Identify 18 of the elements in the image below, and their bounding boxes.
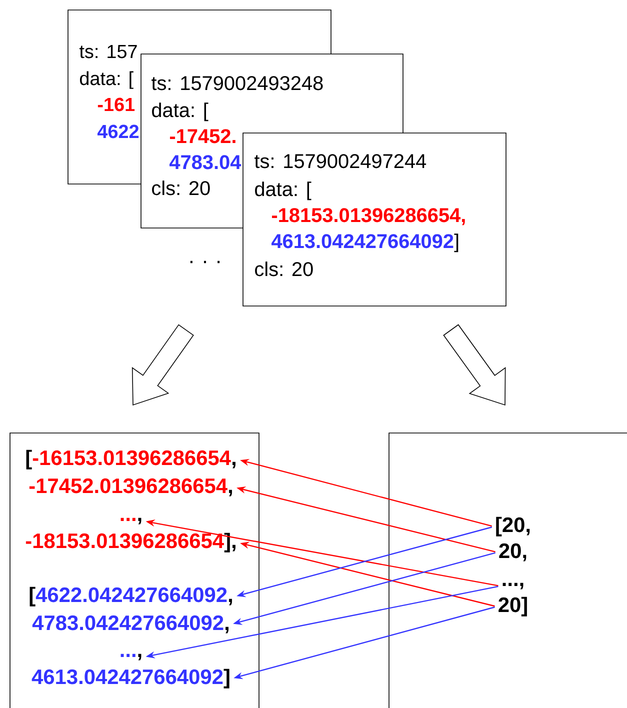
text-line: ...,: [120, 518, 142, 524]
text-line: [4622.042427664092,: [30, 586, 232, 606]
text-line: ...,: [120, 654, 142, 660]
panel: [10, 432, 260, 708]
text-line: 20]: [498, 596, 527, 616]
text-line: 4613.042427664092]: [32, 668, 230, 688]
text-line: 4783.042427664092,: [32, 615, 228, 634]
block-arrow: [132, 324, 194, 406]
text-line: -18153.01396286654],: [26, 532, 236, 552]
ellipsis: . . .: [190, 260, 220, 264]
panel: [388, 432, 627, 708]
text-line: -17452.01396286654,: [29, 478, 232, 496]
record-card: ts: 1579002497244 data: [ -18153.01396286654, 4613.042427664092] cls: 20: [242, 132, 506, 306]
text-line: [20,: [496, 516, 530, 536]
text-line: [-16153.01396286654,: [26, 450, 236, 470]
text-line: ...,: [502, 582, 524, 590]
text-line: 20,: [499, 543, 526, 562]
block-arrow: [443, 324, 506, 406]
